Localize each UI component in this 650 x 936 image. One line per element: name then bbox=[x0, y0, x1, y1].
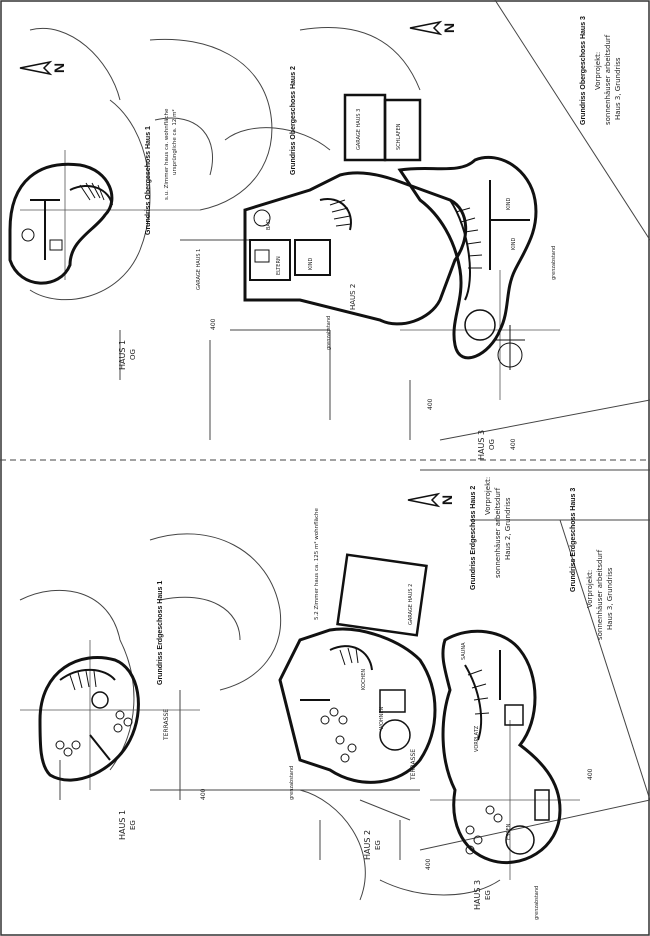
room-label-garage: GARAGE HAUS 3 bbox=[356, 109, 362, 150]
project-note-line: Vorprojekt: bbox=[586, 570, 594, 608]
north-arrow-eg: N bbox=[407, 492, 455, 508]
haus-marker-label: HAUS 3 bbox=[477, 430, 486, 460]
site-landscape bbox=[19, 27, 501, 901]
project-note-line: Vorprojekt: bbox=[594, 52, 602, 90]
haus3-eg-plan bbox=[441, 629, 562, 865]
dimension-400: 400 bbox=[210, 318, 217, 330]
room-label-essen: ESSEN bbox=[506, 823, 512, 840]
eg2-area-note: 5.2 Zimmer haus ca. 125 m² wohnfläche bbox=[313, 508, 320, 620]
room-label-vorplatz: VORPLATZ bbox=[474, 725, 480, 752]
room-label-sauna: SAUNA bbox=[461, 642, 467, 660]
room-label-terrasse: TERRASSE bbox=[410, 749, 417, 781]
room-label-schlafen: SCHLAFEN bbox=[396, 123, 402, 150]
room-label-eltern: ELTERN bbox=[276, 256, 282, 275]
title-eg-haus2: Grundriss Erdgeschoss Haus 2 bbox=[470, 486, 477, 590]
project-note-line: Haus 3, Grundriss bbox=[614, 57, 622, 120]
haus-marker-sub: EG bbox=[129, 820, 137, 830]
north-arrow-og-right: N bbox=[409, 20, 457, 36]
room-label-kind: KIND bbox=[511, 238, 517, 250]
haus-marker-og2: HAUS 2 bbox=[349, 284, 357, 310]
title-og-haus3: Grundriss Obergeschoss Haus 3 bbox=[580, 16, 587, 125]
room-label-wohnen: WOHNEN bbox=[379, 706, 385, 730]
north-label: N bbox=[441, 23, 457, 33]
haus-marker-eg1: HAUS 1 EG bbox=[118, 810, 137, 840]
haus-marker-eg3: HAUS 3 EG bbox=[473, 880, 492, 910]
room-label-garage: GARAGE HAUS 1 bbox=[196, 249, 202, 290]
dimension-400: 400 bbox=[425, 858, 432, 870]
project-note-line: Vorprojekt: bbox=[484, 477, 492, 515]
dimension-400: 400 bbox=[510, 438, 517, 450]
haus-marker-label: HAUS 1 bbox=[118, 810, 127, 840]
grenzabstand-label: grenzabstand bbox=[551, 246, 557, 280]
project-note-line: Haus 3, Grundriss bbox=[606, 567, 614, 630]
grenzabstand-label: grenzabstand bbox=[289, 766, 295, 800]
room-label-garage: GARAGE HAUS 2 bbox=[408, 584, 414, 625]
haus-marker-og1: HAUS 1 OG bbox=[118, 340, 137, 370]
project-note-top: Vorprojekt: sonnenhäuser arbeitsdurf Hau… bbox=[594, 34, 622, 125]
haus-marker-og3: HAUS 3 OG bbox=[477, 430, 496, 460]
room-label-kind: KIND bbox=[506, 198, 512, 210]
haus-marker-eg2: HAUS 2 EG bbox=[363, 830, 382, 860]
haus1-eg-plan bbox=[38, 656, 140, 782]
og1-area-note-2: ursprüngliche ca. 12 m² bbox=[171, 109, 178, 175]
haus3-og-plan bbox=[397, 155, 538, 370]
title-og-haus2: Grundriss Obergeschoss Haus 2 bbox=[290, 66, 297, 175]
grenzabstand-label: grenzabstand bbox=[326, 316, 332, 350]
dimension-400: 400 bbox=[587, 768, 594, 780]
dimension-400: 400 bbox=[427, 398, 434, 410]
haus-marker-label: HAUS 2 bbox=[363, 830, 372, 860]
room-label-kochen: KOCHEN bbox=[361, 669, 367, 690]
project-note-line: sonnenhäuser arbeitsdurf bbox=[604, 34, 612, 125]
room-label-kind: KIND bbox=[308, 258, 314, 270]
haus1-og-plan bbox=[8, 162, 114, 285]
dimension-400: 400 bbox=[200, 788, 207, 800]
north-arrow-og-left: N bbox=[19, 60, 67, 76]
project-note-line: sonnenhäuser arbeitsdurf bbox=[596, 549, 604, 640]
og1-area-note: s.u. Zimmer haus ca. wohnfläche bbox=[164, 108, 170, 200]
haus-marker-sub: OG bbox=[129, 349, 137, 360]
north-label: N bbox=[51, 63, 67, 73]
project-note-low: Vorprojekt: sonnenhäuser arbeitsdurf Hau… bbox=[586, 549, 614, 640]
project-note-line: sonnenhäuser arbeitsdurf bbox=[494, 487, 502, 578]
project-note-line: Haus 2, Grundriss bbox=[504, 497, 512, 560]
title-eg-haus1: Grundriss Erdgeschoss Haus 1 bbox=[157, 581, 164, 685]
haus-marker-sub: EG bbox=[484, 890, 492, 900]
haus-marker-label: HAUS 1 bbox=[118, 340, 127, 370]
haus-marker-sub: EG bbox=[374, 840, 382, 850]
north-label: N bbox=[439, 495, 455, 505]
room-label-bad: BAD bbox=[266, 219, 272, 230]
title-eg-haus3: Grundriss Erdgeschoss Haus 3 bbox=[570, 488, 577, 592]
room-label-terrasse: TERRASSE bbox=[163, 709, 170, 741]
title-og-haus1: Grundriss Obergeschoss Haus 1 bbox=[145, 126, 152, 235]
project-note-mid: Vorprojekt: sonnenhäuser arbeitsdurf Hau… bbox=[484, 477, 512, 578]
property-lines bbox=[0, 0, 650, 860]
haus-marker-sub: OG bbox=[488, 439, 496, 450]
haus2-eg-plan bbox=[278, 553, 437, 784]
grenzabstand-label: grenzabstand bbox=[534, 886, 540, 920]
haus-marker-label: HAUS 2 bbox=[349, 284, 357, 310]
haus-marker-label: HAUS 3 bbox=[473, 880, 482, 910]
